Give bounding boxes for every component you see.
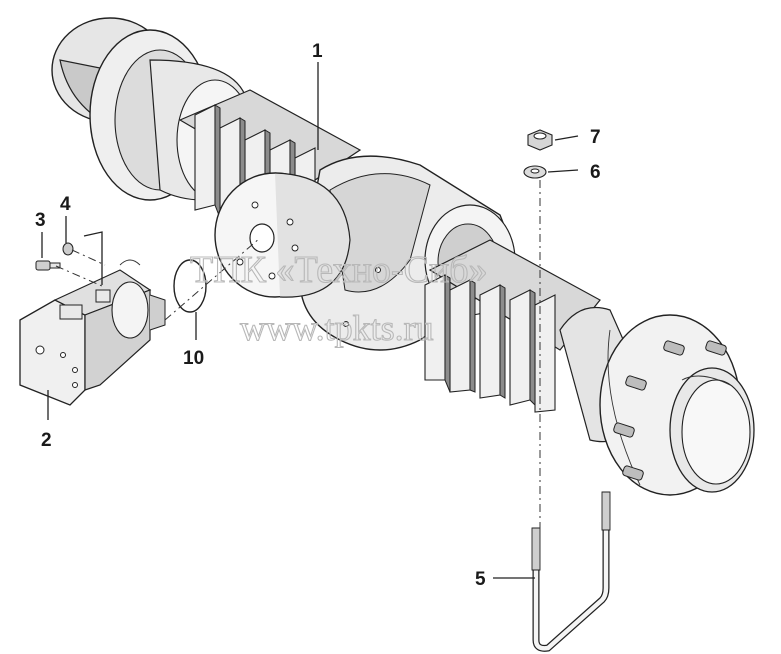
callout-4: 4 bbox=[60, 194, 71, 215]
watermark: ТПК «Техно-Сиб» www.tpkts.ru bbox=[189, 248, 488, 348]
callout-7: 7 bbox=[590, 127, 601, 148]
o-ring bbox=[173, 259, 207, 313]
callout-3: 3 bbox=[35, 210, 46, 231]
watermark-line1: ТПК «Техно-Сиб» bbox=[190, 249, 488, 291]
callout-10: 10 bbox=[183, 348, 204, 369]
leader-lines bbox=[41, 62, 579, 579]
hydraulic-motor bbox=[19, 259, 166, 406]
nut bbox=[527, 129, 553, 151]
watermark-line2: www.tpkts.ru bbox=[240, 308, 434, 348]
callout-5: 5 bbox=[475, 569, 486, 590]
callout-6: 6 bbox=[590, 162, 601, 183]
right-hub bbox=[559, 306, 755, 496]
callout-1: 1 bbox=[312, 41, 323, 62]
bolt bbox=[35, 260, 61, 271]
assembly-lines bbox=[55, 180, 541, 530]
callout-2: 2 bbox=[41, 430, 52, 451]
right-axle-tube bbox=[424, 239, 601, 413]
flat-washer bbox=[523, 165, 547, 179]
washer bbox=[62, 242, 74, 256]
u-bolt bbox=[531, 491, 611, 652]
